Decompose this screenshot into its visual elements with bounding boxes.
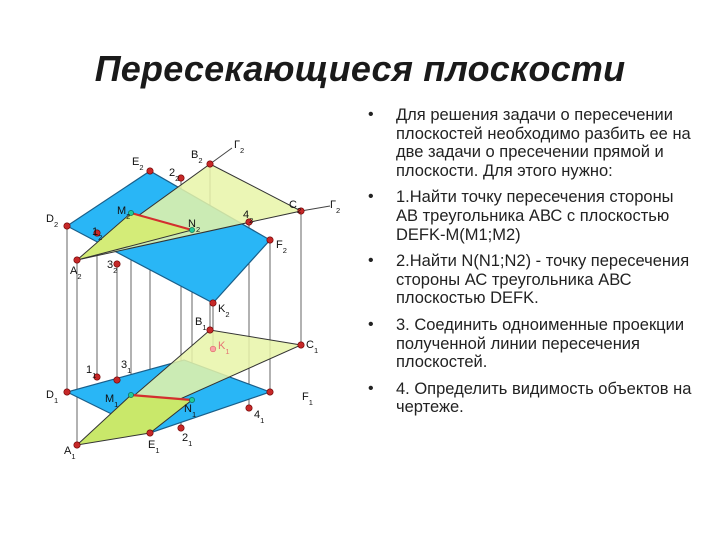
label-f1: F1 (302, 391, 313, 407)
bullet-text: 4. Определить видимость объектов на черт… (396, 379, 692, 417)
label-4-2: 42 (243, 209, 253, 225)
slide-title: Пересекающиеся плоскости (94, 48, 626, 89)
label-b1: B1 (195, 316, 207, 332)
bullet-text: 3. Соединить одноименные проекции получе… (396, 315, 685, 372)
label-m2: M2 (117, 205, 130, 221)
bullet-item: • 4. Определить видимость объектов на чер… (362, 380, 692, 417)
points (63, 160, 305, 449)
label-a2: A2 (70, 265, 82, 281)
label-1-1: 11 (86, 364, 96, 380)
label-n2: N2 (188, 218, 200, 234)
bullet-item: • 3. Соединить одноименные проекции получ… (362, 316, 692, 372)
trace-line-g2b (300, 205, 331, 212)
label-3-2: 32 (107, 259, 117, 275)
bullet-item: • 2.Найти N(N1;N2) - точку пересечения ст… (362, 252, 692, 308)
label-k2: K2 (218, 303, 230, 319)
hidden-point-k1 (209, 345, 217, 353)
label-e1: E1 (148, 439, 160, 455)
bullet-text: 2.Найти N(N1;N2) - точку пересечения сто… (396, 252, 690, 308)
label-e2: E2 (132, 156, 144, 172)
label-k1: K1 (218, 340, 230, 356)
bullet-text: 1.Найти точку пересечения стороны АВ тре… (396, 188, 674, 244)
intersection-points (128, 210, 195, 403)
label-n1: N1 (184, 403, 196, 419)
label-d2: D2 (46, 213, 58, 229)
label-m1: M1 (105, 393, 118, 409)
bullet-dot-icon: • (368, 252, 374, 270)
label-1-2: 12 (92, 226, 102, 242)
label-2-2: 22 (169, 167, 179, 183)
trace-line-g2a (209, 147, 233, 165)
bullet-dot-icon: • (368, 188, 374, 206)
label-c2: C2 (289, 199, 301, 215)
bullet-text: Для решения задачи о пересечении плоскос… (396, 106, 691, 180)
label-d1: D1 (46, 389, 58, 405)
intersection-line-frontal (130, 211, 193, 232)
explanation-list: • Для решения задачи о пересечении плоско… (362, 106, 692, 425)
label-3-1: 31 (121, 359, 131, 375)
label-g2-upper: Г2 (234, 139, 244, 155)
intersection-line-horizontal (130, 393, 193, 402)
label-2-1: 21 (182, 432, 192, 448)
label-a1: A1 (64, 445, 76, 461)
bullet-dot-icon: • (368, 315, 374, 333)
label-c1: C1 (306, 339, 318, 355)
bullet-item: • 1.Найти точку пересечения стороны АВ тр… (362, 188, 692, 244)
bullet-item: • Для решения задачи о пересечении плоско… (362, 106, 692, 180)
bullet-dot-icon: • (368, 106, 374, 123)
bullet-dot-icon: • (368, 379, 374, 397)
label-4-1: 41 (254, 409, 264, 425)
label-g2-right: Г2 (330, 199, 340, 215)
label-b2: B2 (191, 149, 203, 165)
label-f2: F2 (276, 239, 287, 255)
